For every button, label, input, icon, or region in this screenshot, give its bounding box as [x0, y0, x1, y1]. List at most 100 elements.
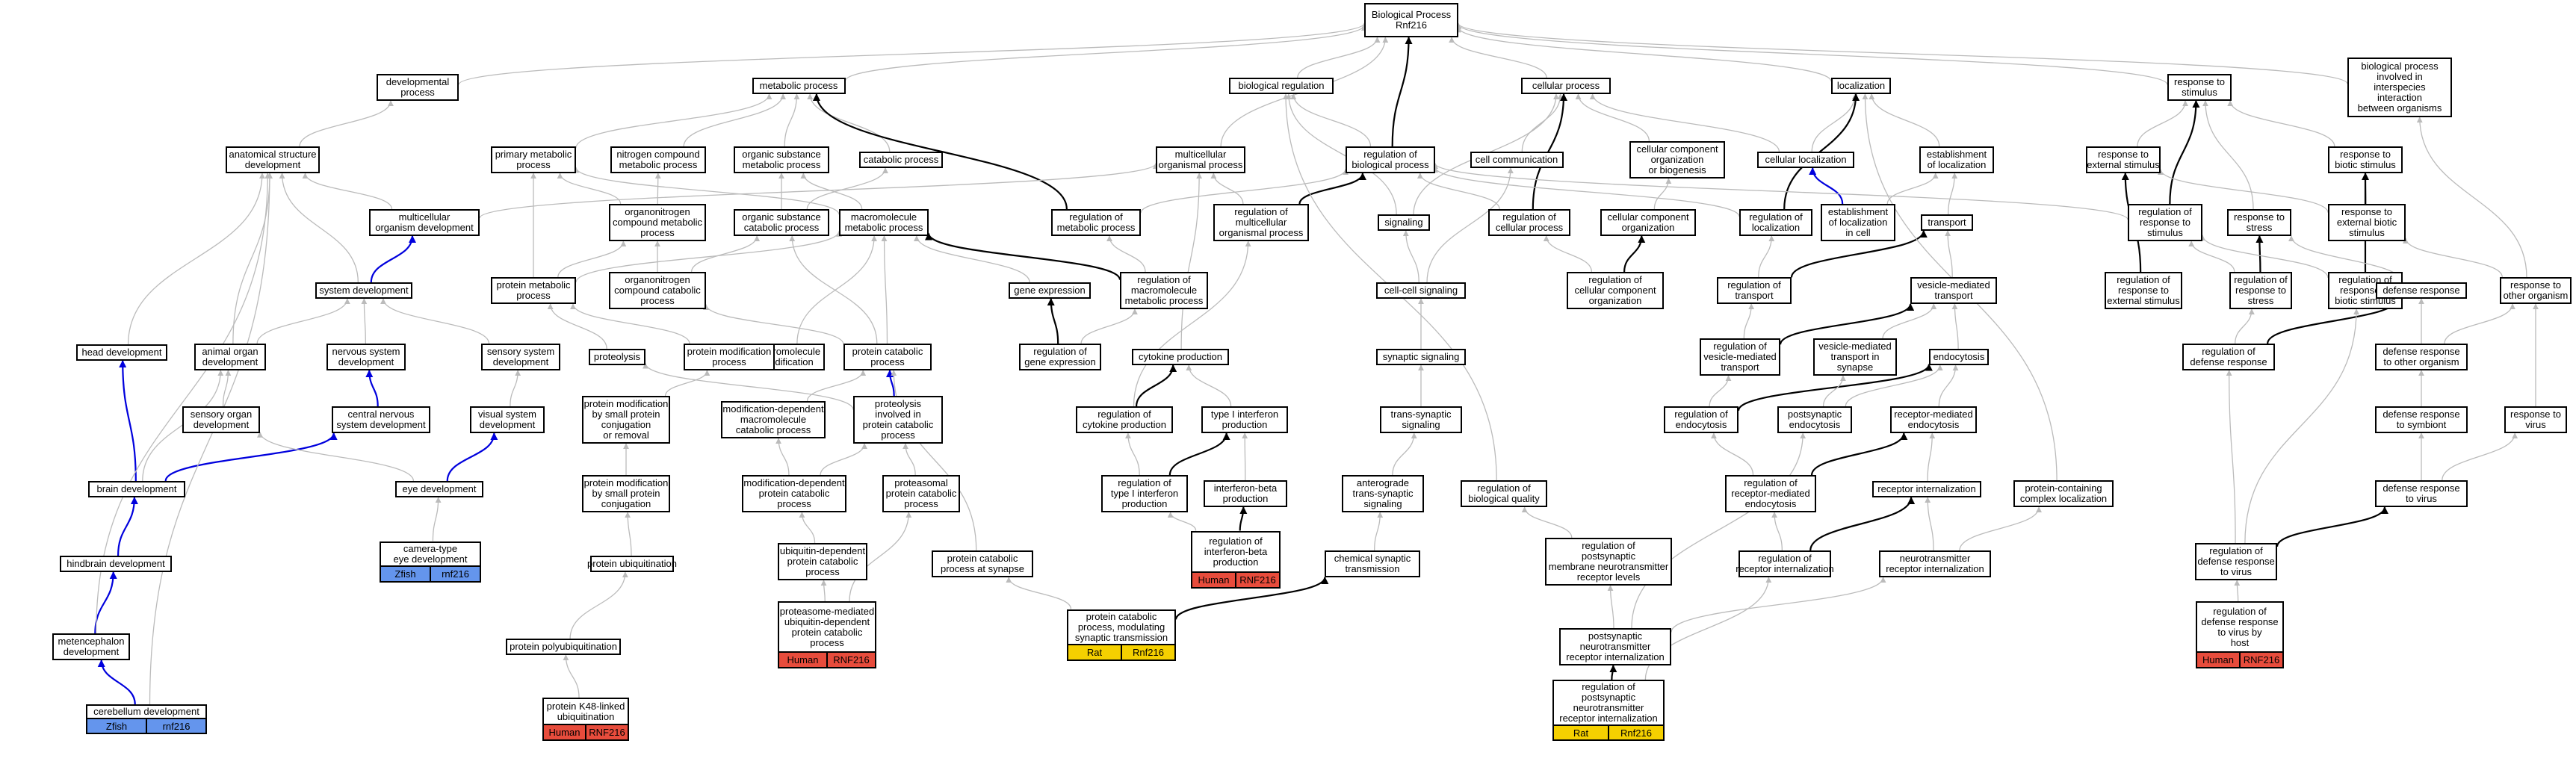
node-proteasomal-protein-catabolic-process[interactable]: proteasomal protein catabolic process: [882, 475, 960, 512]
node-neurotransmitter-receptor-internalization[interactable]: neurotransmitter receptor internalizatio…: [1879, 550, 1991, 577]
node-organic-substance-catabolic-process[interactable]: organic substance catabolic process: [734, 209, 829, 236]
node-regulation-of-biological-process[interactable]: regulation of biological process: [1346, 146, 1435, 173]
node-regulation-of-gene-expression[interactable]: regulation of gene expression: [1019, 344, 1101, 370]
node-regulation-of-response-to-external-stimulus[interactable]: regulation of response to external stimu…: [2105, 272, 2182, 309]
node-regulation-of-vesicle-mediated-transport[interactable]: regulation of vesicle-mediated transport: [1700, 338, 1780, 376]
node-anatomical-structure-development[interactable]: anatomical structure development: [226, 146, 320, 173]
node-biological-regulation[interactable]: biological regulation: [1229, 78, 1334, 94]
node-defense-response-to-virus[interactable]: defense response to virus: [2375, 480, 2468, 507]
node-receptor-internalization[interactable]: receptor internalization: [1872, 481, 1981, 497]
node-system-development[interactable]: system development: [315, 282, 412, 299]
node-regulation-of-defense-response-to-virus-by-host[interactable]: regulation of defense response to virus …: [2196, 601, 2284, 668]
node-organic-substance-metabolic-process[interactable]: organic substance metabolic process: [734, 146, 829, 173]
node-metencephalon-development[interactable]: metencephalon development: [52, 633, 130, 660]
node-protein-ubiquitination[interactable]: protein ubiquitination: [587, 556, 677, 572]
node-interferon-beta-production[interactable]: interferon-beta production: [1204, 480, 1287, 507]
node-organonitrogen-compound-catabolic-process[interactable]: organonitrogen compound catabolic proces…: [609, 272, 706, 309]
node-bp[interactable]: Biological Process Rnf216: [1364, 3, 1458, 37]
node-transport[interactable]: transport: [1921, 214, 1973, 231]
node-postsynaptic-endocytosis[interactable]: postsynaptic endocytosis: [1777, 406, 1852, 433]
node-trans-synaptic-signaling[interactable]: trans-synaptic signaling: [1380, 406, 1462, 433]
node-response-to-other-organism[interactable]: response to other organism: [2500, 277, 2572, 304]
node-regulation-of-macromolecule-metabolic-process[interactable]: regulation of macromolecule metabolic pr…: [1120, 272, 1208, 309]
node-synaptic-signaling[interactable]: synaptic signaling: [1376, 349, 1466, 365]
node-response-to-external-stimulus[interactable]: response to external stimulus: [2086, 146, 2161, 173]
node-regulation-of-biological-quality[interactable]: regulation of biological quality: [1461, 480, 1547, 507]
node-regulation-of-metabolic-process[interactable]: regulation of metabolic process: [1051, 209, 1141, 236]
node-regulation-of-defense-response-to-virus[interactable]: regulation of defense response to virus: [2195, 543, 2277, 580]
node-nitrogen-compound-metabolic-process[interactable]: nitrogen compound metabolic process: [610, 146, 706, 173]
node-regulation-of-transport[interactable]: regulation of transport: [1717, 277, 1792, 304]
node-protein-catabolic-process-modulating-synaptic-transmission[interactable]: protein catabolic process, modulating sy…: [1067, 609, 1176, 661]
node-protein-catabolic-process[interactable]: protein catabolic process: [843, 344, 932, 370]
node-gene-expression[interactable]: gene expression: [1009, 282, 1091, 299]
node-regulation-of-cellular-process[interactable]: regulation of cellular process: [1488, 209, 1570, 236]
node-cellular-component-organization[interactable]: cellular component organization: [1600, 209, 1696, 236]
node-protein-modification-process[interactable]: protein modification process: [684, 344, 775, 370]
node-vesicle-mediated-transport-in-synapse[interactable]: vesicle-mediated transport in synapse: [1813, 338, 1897, 376]
node-metabolic-process[interactable]: metabolic process: [752, 78, 846, 94]
node-response-to-external-biotic-stimulus[interactable]: response to external biotic stimulus: [2328, 204, 2406, 241]
node-ccob[interactable]: cellular component organization or bioge…: [1629, 141, 1725, 179]
node-establishment-of-localization[interactable]: establishment of localization: [1919, 146, 1994, 173]
node-cell-cell-signaling[interactable]: cell-cell signaling: [1376, 282, 1466, 299]
node-primary-metabolic-process[interactable]: primary metabolic process: [491, 146, 576, 173]
node-multicellular-organism-development[interactable]: multicellular organism development: [369, 209, 480, 236]
node-vesicle-mediated-transport[interactable]: vesicle-mediated transport: [1910, 277, 1997, 304]
node-proteolysis[interactable]: proteolysis: [589, 349, 645, 365]
node-protein-polyubiquitination[interactable]: protein polyubiquitination: [506, 639, 621, 655]
node-type-i-interferon-production[interactable]: type I interferon production: [1201, 406, 1288, 433]
node-defense-response-to-other-organism[interactable]: defense response to other organism: [2375, 344, 2468, 370]
node-visual-system-development[interactable]: visual system development: [470, 406, 545, 433]
node-regulation-of-cytokine-production[interactable]: regulation of cytokine production: [1076, 406, 1173, 433]
node-regulation-of-receptor-mediated-endocytosis[interactable]: regulation of receptor-mediated endocyto…: [1725, 475, 1816, 512]
node-regulation-of-receptor-internalization[interactable]: regulation of receptor internalization: [1736, 550, 1834, 577]
node-nervous-system-development[interactable]: nervous system development: [326, 344, 406, 370]
node-chemical-synaptic-transmission[interactable]: chemical synaptic transmission: [1325, 550, 1420, 577]
node-sensory-organ-development[interactable]: sensory organ development: [182, 406, 260, 433]
node-regulation-of-response-to-stimulus[interactable]: regulation of response to stimulus: [2128, 204, 2202, 241]
node-regulation-of-cellular-component-organization[interactable]: regulation of cellular component organiz…: [1567, 272, 1664, 309]
node-protein-metabolic-process[interactable]: protein metabolic process: [491, 277, 576, 304]
node-brain-development[interactable]: brain development: [88, 481, 185, 497]
node-defense-response[interactable]: defense response: [2376, 282, 2467, 299]
node-cellular-localization[interactable]: cellular localization: [1757, 152, 1854, 168]
node-regulation-of-localization[interactable]: regulation of localization: [1739, 209, 1812, 236]
node-regulation-of-postsynaptic-ntr-internalization[interactable]: regulation of postsynaptic neurotransmit…: [1552, 680, 1665, 741]
node-response-to-virus[interactable]: response to virus: [2504, 406, 2567, 433]
node-cns-development[interactable]: central nervous system development: [332, 406, 430, 433]
node-regulation-of-postsynaptic-membrane-ntr-levels[interactable]: regulation of postsynaptic membrane neur…: [1545, 538, 1672, 586]
node-interspecies[interactable]: biological process involved in interspec…: [2347, 58, 2452, 117]
node-regulation-of-multicellular-organismal-process[interactable]: regulation of multicellular organismal p…: [1213, 204, 1309, 241]
node-catabolic-process[interactable]: catabolic process: [859, 152, 943, 168]
node-pm-small-protein-conj[interactable]: protein modification by small protein co…: [582, 475, 670, 512]
node-modification-dependent-macromolecule-catabolic-process[interactable]: modification-dependent macromolecule cat…: [721, 401, 826, 438]
node-head-development[interactable]: head development: [76, 344, 167, 361]
node-response-to-biotic-stimulus[interactable]: response to biotic stimulus: [2328, 146, 2403, 173]
node-proteolysis-involved-in-protein-catabolic-process[interactable]: proteolysis involved in protein cataboli…: [853, 396, 943, 444]
node-developmental-process[interactable]: developmental process: [377, 74, 459, 101]
node-cell-communication[interactable]: cell communication: [1470, 152, 1564, 168]
node-defense-response-to-symbiont[interactable]: defense response to symbiont: [2375, 406, 2468, 433]
node-modification-dependent-protein-catabolic-process[interactable]: modification-dependent protein catabolic…: [742, 475, 846, 512]
node-regulation-of-interferon-beta-production[interactable]: regulation of interferon-beta production…: [1191, 530, 1281, 589]
node-regulation-of-endocytosis[interactable]: regulation of endocytosis: [1664, 406, 1739, 433]
node-regulation-of-defense-response[interactable]: regulation of defense response: [2182, 344, 2275, 370]
node-regulation-of-type-i-interferon-production[interactable]: regulation of type I interferon producti…: [1101, 475, 1188, 512]
node-proteasome-mediated-ubiquitin-dependent-pcp[interactable]: proteasome-mediated ubiquitin-dependent …: [778, 601, 876, 668]
node-regulation-of-response-to-stress[interactable]: regulation of response to stress: [2229, 272, 2292, 309]
node-hindbrain-development[interactable]: hindbrain development: [60, 556, 172, 572]
node-eye-development[interactable]: eye development: [395, 481, 483, 497]
node-cellular-process[interactable]: cellular process: [1521, 78, 1611, 94]
node-cytokine-production[interactable]: cytokine production: [1132, 349, 1229, 365]
node-localization[interactable]: localization: [1831, 78, 1891, 94]
node-signaling[interactable]: signaling: [1378, 214, 1430, 231]
node-sensory-system-development[interactable]: sensory system development: [481, 344, 560, 370]
node-response-to-stress[interactable]: response to stress: [2227, 209, 2291, 236]
node-protein-catabolic-process-at-synapse[interactable]: protein catabolic process at synapse: [932, 550, 1033, 577]
node-anterograde-trans-synaptic-signaling[interactable]: anterograde trans-synaptic signaling: [1342, 475, 1424, 512]
node-postsynaptic-ntr-internalization[interactable]: postsynaptic neurotransmitter receptor i…: [1559, 628, 1671, 665]
node-response-to-stimulus[interactable]: response to stimulus: [2167, 74, 2232, 101]
